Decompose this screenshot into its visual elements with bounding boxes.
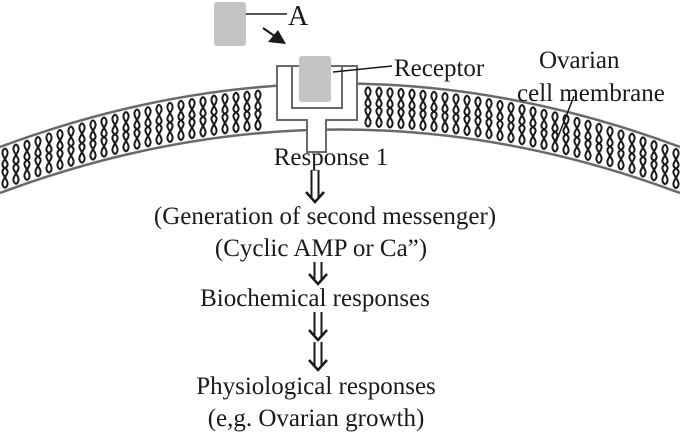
lipid-twist-strand <box>375 86 383 129</box>
lipid-twist-strand <box>155 103 163 146</box>
bound-hormone <box>299 56 331 102</box>
lipid-twist-strand <box>254 89 262 131</box>
lipid-twist-strand <box>232 91 240 134</box>
lipid-twist-strand <box>518 103 526 146</box>
lipid-twist-strand <box>606 125 614 168</box>
membrane-label-line2: cell membrane <box>517 80 665 107</box>
lipid-twist-strand <box>540 108 548 151</box>
membrane-lipid-pattern <box>1 86 680 190</box>
lipid-twist-strand <box>177 99 185 142</box>
membrane-inner-edge <box>0 128 680 195</box>
lipid-twist-strand <box>210 94 218 137</box>
hormone-label: A <box>288 1 309 32</box>
response-1-label: Response 1 <box>274 144 389 171</box>
lipid-twist-strand <box>419 89 427 132</box>
lipid-twist-strand <box>199 96 207 138</box>
lipid-twist-strand <box>221 92 229 135</box>
second-messenger-label: (Generation of second messenger) <box>154 203 496 230</box>
lipid-twist-strand <box>67 125 75 168</box>
lipid-twist-strand <box>529 106 537 148</box>
lipid-twist-strand <box>34 135 42 178</box>
receptor-binding-pocket <box>291 66 343 109</box>
lipid-twist-strand <box>397 87 405 130</box>
receptor-label: Receptor <box>394 55 485 82</box>
membrane-leader-line <box>555 95 575 143</box>
lipid-twist-strand <box>100 116 108 158</box>
double-down-arrow <box>308 262 328 286</box>
lipid-twist-strand <box>408 88 416 131</box>
lipid-twist-strand <box>89 119 97 161</box>
lipid-twist-strand <box>45 132 53 174</box>
membrane-label-line1: Ovarian <box>539 47 620 74</box>
binding-arrowhead <box>268 30 286 44</box>
second-messenger-detail: (Cyclic AMP or Ca”) <box>215 235 427 262</box>
lipid-twist-strand <box>474 96 482 138</box>
lipid-twist-strand <box>386 87 394 129</box>
lipid-twist-strand <box>573 116 581 159</box>
lipid-twist-strand <box>650 139 658 182</box>
lipid-twist-strand <box>441 91 449 134</box>
lipid-twist-strand <box>23 139 31 182</box>
lipid-twist-strand <box>12 143 20 185</box>
lipid-twist-strand <box>364 86 372 128</box>
lipid-twist-strand <box>661 143 669 186</box>
lipid-twist-strand <box>496 99 504 142</box>
lipid-twist-strand <box>672 147 680 190</box>
lipid-twist-strand <box>507 101 515 144</box>
lipid-twist-strand <box>595 122 603 165</box>
lipid-twist-strand <box>122 110 130 153</box>
lipid-twist-strand <box>452 93 460 135</box>
receptor <box>276 56 393 153</box>
biochemical-responses-label: Biochemical responses <box>200 285 430 312</box>
lipid-twist-strand <box>463 94 471 137</box>
lipid-twist-strand <box>188 97 196 140</box>
lipid-twist-strand <box>166 101 174 144</box>
lipid-twist-strand <box>617 129 625 171</box>
pathway-arrows <box>305 170 328 372</box>
lipid-twist-strand <box>243 90 251 133</box>
lipid-twist-strand <box>628 132 636 175</box>
hormone-a <box>214 2 246 46</box>
receptor-leader-line <box>332 65 393 73</box>
lipid-twist-strand <box>1 147 9 189</box>
lipid-twist-strand <box>78 122 86 164</box>
lipid-twist-strand <box>551 111 559 153</box>
lipid-twist-strand <box>144 105 152 148</box>
double-down-arrow <box>308 312 328 342</box>
lipid-twist-strand <box>56 128 64 171</box>
lipid-twist-strand <box>430 90 438 133</box>
lipid-twist-strand <box>639 136 647 178</box>
lipid-twist-strand <box>584 119 592 162</box>
lipid-twist-strand <box>133 108 141 150</box>
physiological-example-label: (e,g. Ovarian growth) <box>208 405 425 432</box>
physiological-responses-label: Physiological responses <box>196 373 436 400</box>
lipid-twist-strand <box>111 113 119 156</box>
free-hormone <box>214 2 287 46</box>
double-down-arrow <box>305 170 325 204</box>
double-down-arrow <box>308 342 328 372</box>
lipid-twist-strand <box>485 97 493 140</box>
